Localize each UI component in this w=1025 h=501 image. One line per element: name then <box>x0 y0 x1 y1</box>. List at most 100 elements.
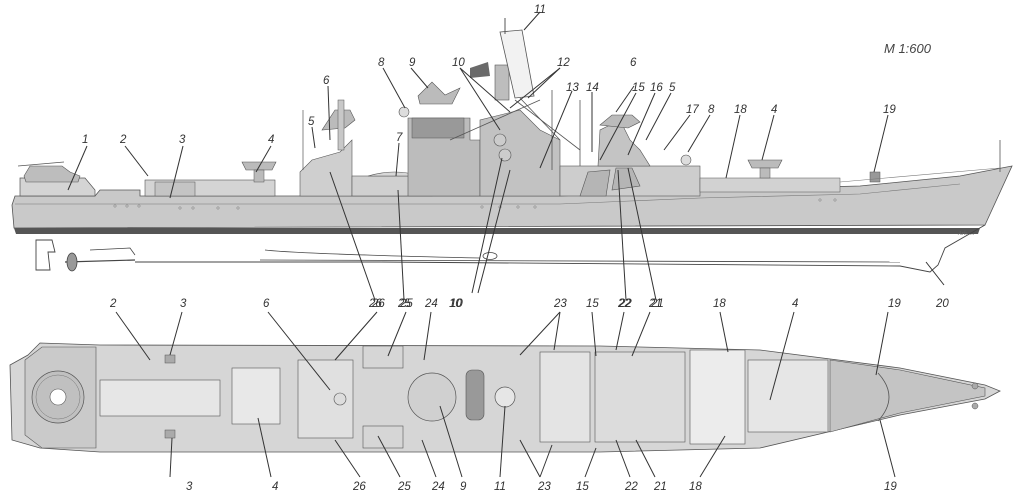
plan-callout-25: 25 <box>399 298 413 310</box>
sam-launcher-forward-base <box>759 167 771 179</box>
plan-callout-6: 6 <box>263 298 270 310</box>
plan-callout-23: 23 <box>553 298 567 310</box>
boat-davit-port <box>164 354 176 364</box>
underwater-hull <box>135 224 986 273</box>
callout-5: 5 <box>308 116 315 128</box>
forward-director <box>680 154 692 166</box>
main-mast-plan <box>494 386 516 408</box>
plan-leader-lines <box>115 311 896 478</box>
helicopter-hangar <box>19 177 96 197</box>
plan-view <box>9 342 1001 453</box>
forward-deck-structure <box>699 177 841 193</box>
hangar-plan <box>99 379 221 417</box>
helicopter <box>23 165 81 183</box>
callout-21: 21 <box>648 298 662 310</box>
keel-line <box>259 259 901 263</box>
boat-davit-stbd <box>164 429 176 439</box>
callout-26: 26 <box>368 298 382 310</box>
funnel-plan <box>465 369 485 421</box>
plan-callout-21: 21 <box>650 298 664 310</box>
plan-callout-2: 2 <box>109 298 117 310</box>
deck-railing <box>839 167 1001 183</box>
plan-callout-26: 26 <box>371 298 385 310</box>
sonar-dome-fairing <box>264 249 481 259</box>
callout-5b: 5 <box>669 82 676 94</box>
helicopter-rotor <box>17 161 65 167</box>
plan-callout-21b: 21 <box>653 481 667 493</box>
director <box>398 106 410 118</box>
forward-launcher-box-1 <box>579 169 611 197</box>
plan-callout-15b: 15 <box>576 481 589 493</box>
callout-25: 25 <box>397 298 411 310</box>
callout-2: 2 <box>119 134 127 146</box>
landing-spot <box>49 388 67 406</box>
callout-9: 9 <box>409 57 416 69</box>
plan-callout-19b: 19 <box>884 481 897 493</box>
plan-callout-10: 10 <box>449 298 462 310</box>
flag <box>470 62 490 78</box>
torpedo-tubes <box>362 345 404 449</box>
forecastle <box>829 359 986 433</box>
forward-launcher-plan <box>747 359 829 433</box>
callout-22: 22 <box>618 298 632 310</box>
rudder <box>35 239 56 271</box>
propeller <box>66 252 78 272</box>
callout-16: 16 <box>650 82 663 94</box>
plan-callout-26b: 26 <box>352 481 366 493</box>
forward-radar-antenna <box>599 114 641 129</box>
callout-4: 4 <box>268 134 274 146</box>
callout-17: 17 <box>686 104 699 116</box>
central-superstructure <box>479 109 561 197</box>
callout-6b: 6 <box>630 57 637 69</box>
plan-callout-3b: 3 <box>186 481 193 493</box>
main-mast-radar <box>499 29 535 99</box>
portholes <box>113 198 837 210</box>
boot-topping <box>14 228 980 234</box>
callout-8b: 8 <box>708 104 715 116</box>
callout-10: 10 <box>452 57 465 69</box>
callout-14: 14 <box>586 82 599 94</box>
plan-callout-3: 3 <box>180 298 187 310</box>
sam-launcher-forward <box>747 159 783 169</box>
plan-callout-4b: 4 <box>272 481 278 493</box>
shaft-bracket <box>89 247 136 256</box>
plan-callout-22: 22 <box>617 298 631 310</box>
breakwater <box>877 372 890 422</box>
forward-deck-plan <box>689 349 746 445</box>
callout-11: 11 <box>534 4 546 16</box>
bow-winch <box>869 171 881 183</box>
cannon-mount-2 <box>498 148 512 162</box>
plan-callout-19: 19 <box>888 298 901 310</box>
callout-15: 15 <box>632 82 645 94</box>
plan-callout-22b: 22 <box>624 481 638 493</box>
aft-launcher-housing <box>154 181 196 197</box>
plan-top-labels: 2 3 6 26 25 24 10 23 15 22 21 18 4 19 <box>109 298 901 310</box>
plan-callout-24: 24 <box>424 298 438 310</box>
anchor-stbd <box>971 402 979 410</box>
plan-callout-25b: 25 <box>397 481 411 493</box>
cannon-mount-1 <box>493 133 507 147</box>
callout-20: 20 <box>935 298 949 310</box>
fire-control-radar <box>417 81 461 105</box>
plan-callout-23b: 23 <box>537 481 551 493</box>
plan-callout-9b: 9 <box>460 481 467 493</box>
aft-launcher-plan <box>231 367 281 425</box>
aft-radar-mast <box>337 99 345 151</box>
plan-bottom-labels: 3 4 26 25 24 9 11 23 15 22 21 18 19 <box>186 481 897 493</box>
plan-callout-11b: 11 <box>494 481 506 493</box>
callout-6: 6 <box>323 75 330 87</box>
callout-12: 12 <box>557 57 570 69</box>
funnel <box>494 64 510 101</box>
forward-superstructure-plan <box>539 351 591 443</box>
callout-10b: 10 <box>450 298 463 310</box>
side-leader-lines <box>67 11 945 301</box>
callout-8: 8 <box>378 57 385 69</box>
side-elevation: Arh. ... <box>11 18 1013 273</box>
plan-callout-18: 18 <box>713 298 726 310</box>
plan-callout-15: 15 <box>586 298 599 310</box>
rigging <box>449 90 581 170</box>
callout-1: 1 <box>82 134 88 146</box>
callout-18: 18 <box>734 104 747 116</box>
landing-circle-inner <box>35 374 81 420</box>
